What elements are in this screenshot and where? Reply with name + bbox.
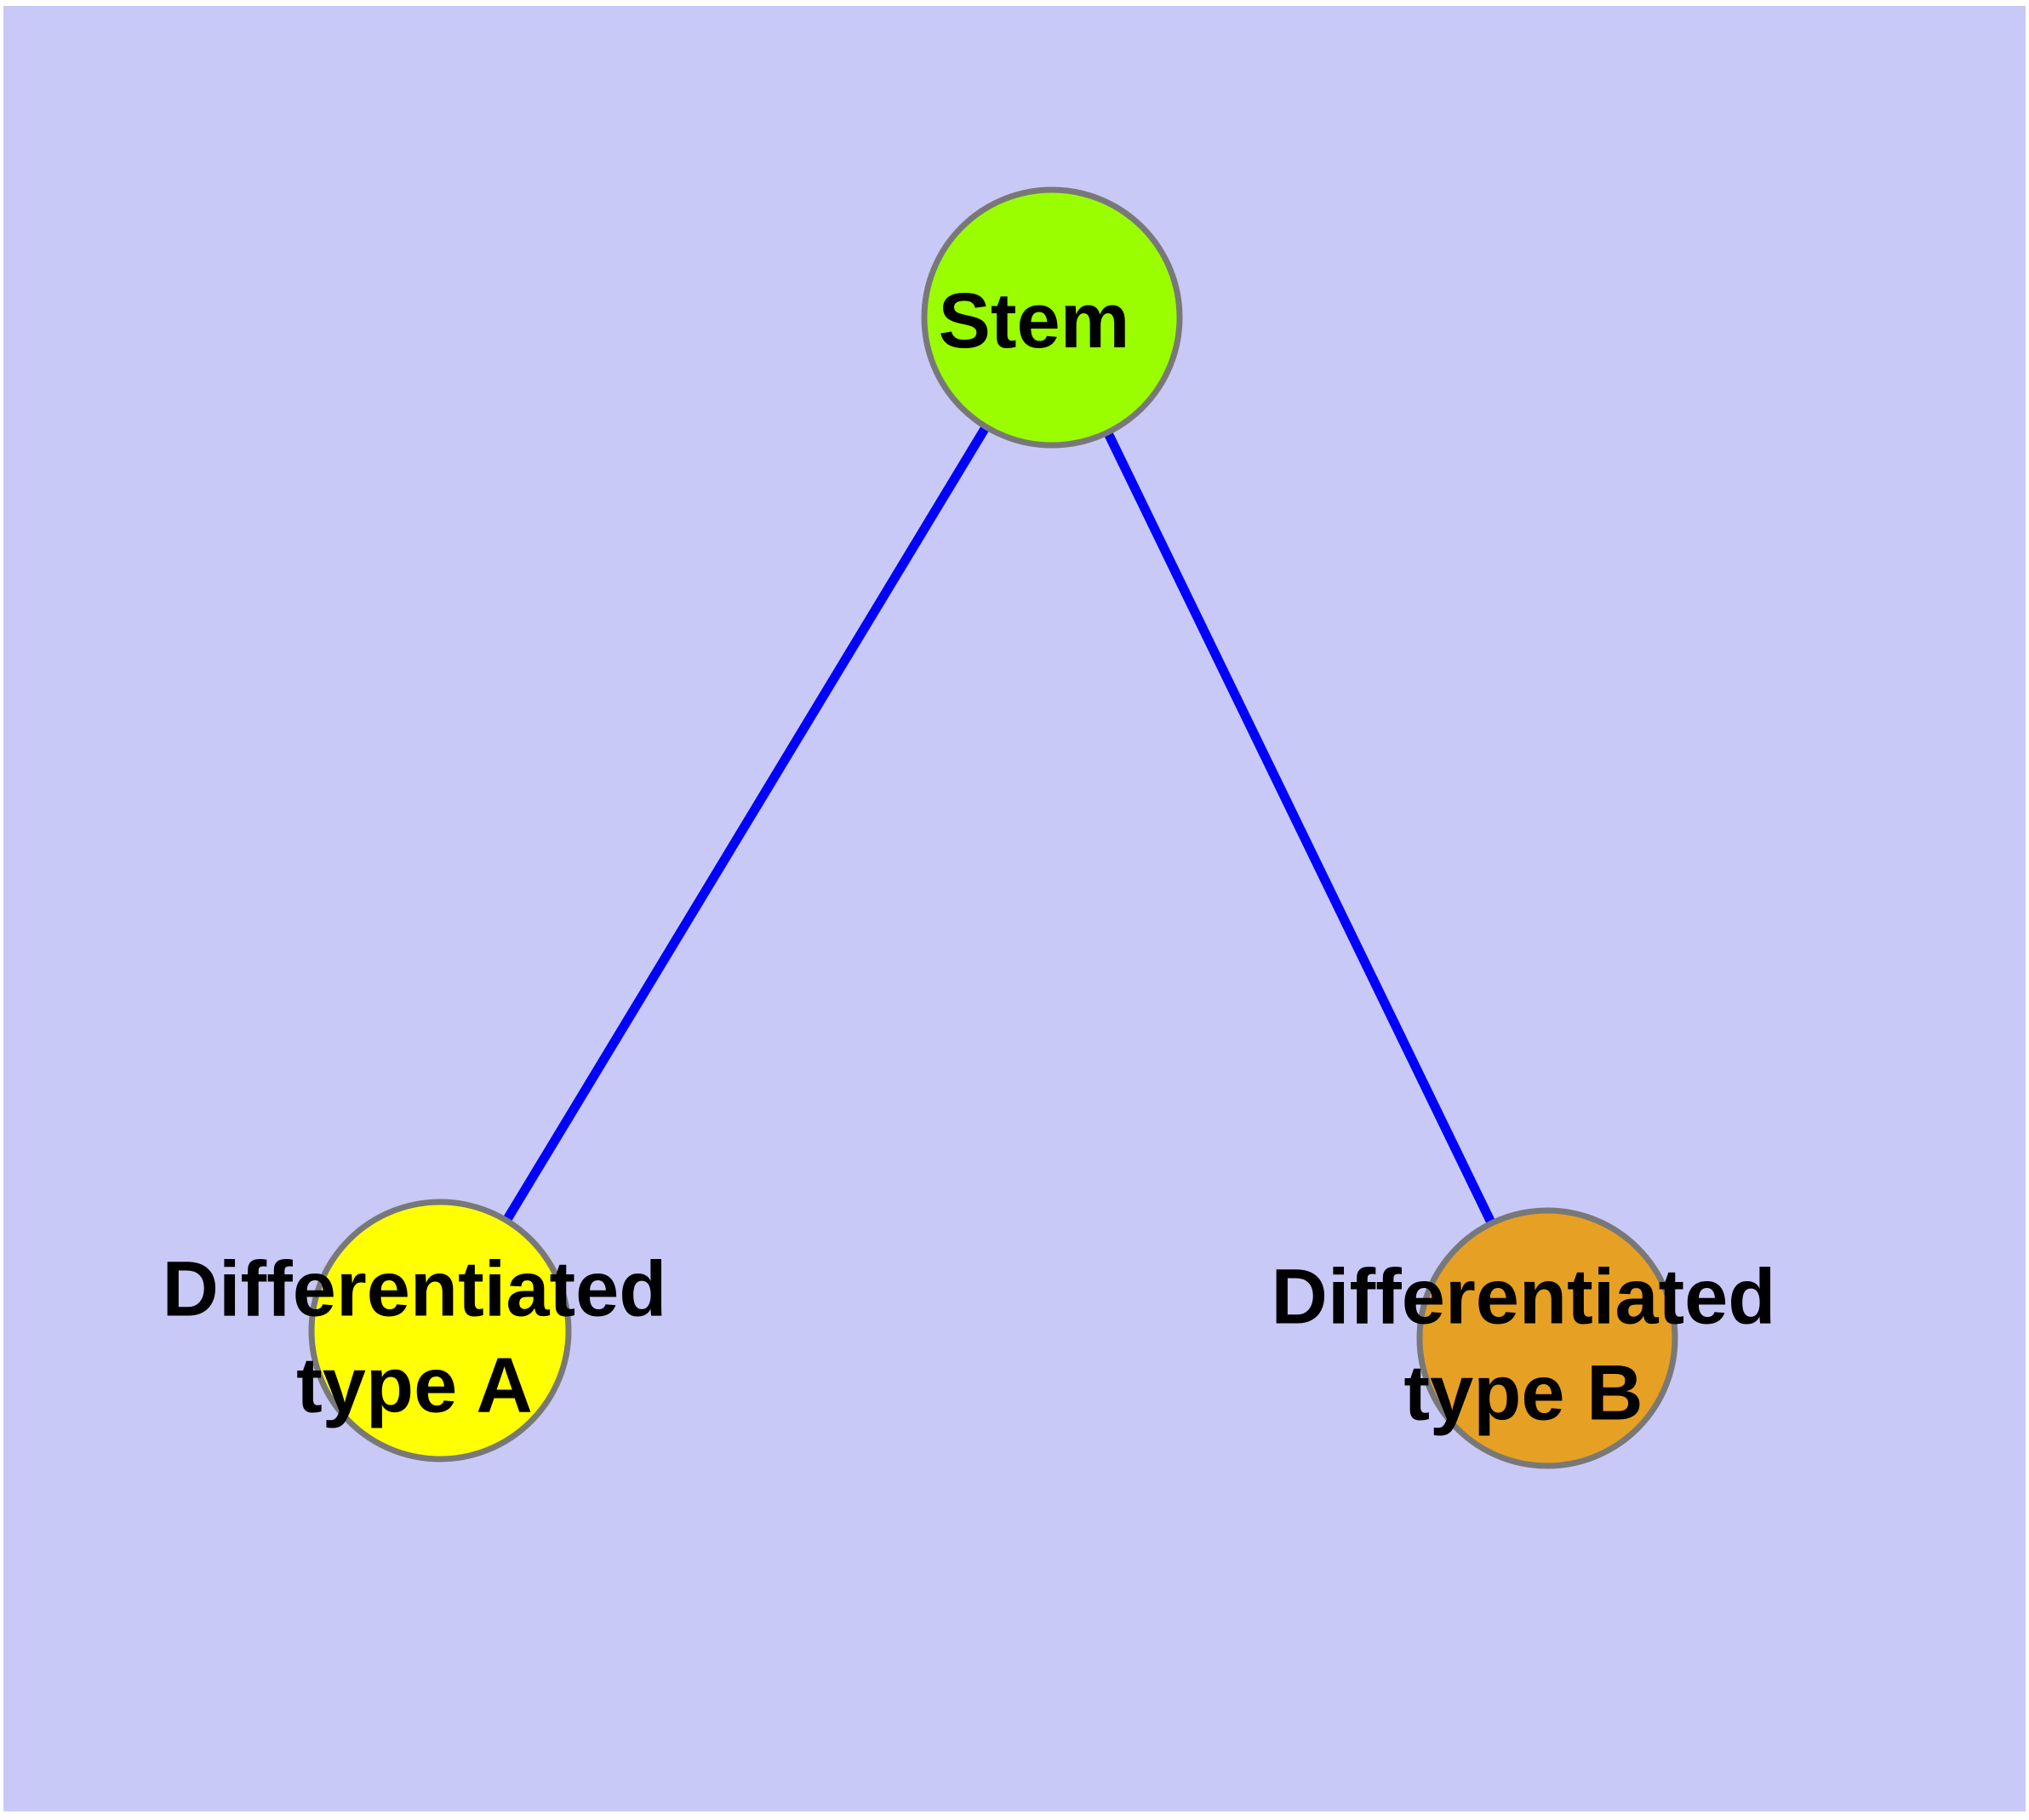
node-stem [921,186,1183,449]
node-diff-a [308,1199,572,1462]
edge-stem-diff-b [1048,315,1552,1341]
node-label-line: Stem [939,278,1130,364]
node-label-line: Differentiated [1272,1254,1776,1341]
node-diff-b [1416,1207,1678,1469]
edge-stem-diff-a [436,315,1056,1333]
node-label-line: type A [296,1342,533,1429]
node-label-line: type B [1403,1350,1643,1437]
node-label-stem: Stem [939,278,1130,364]
node-label-diff-a: Differentiated type A [163,1246,667,1429]
node-label-line: Differentiated [163,1246,667,1333]
node-label-diff-b: Differentiated type B [1272,1254,1776,1437]
